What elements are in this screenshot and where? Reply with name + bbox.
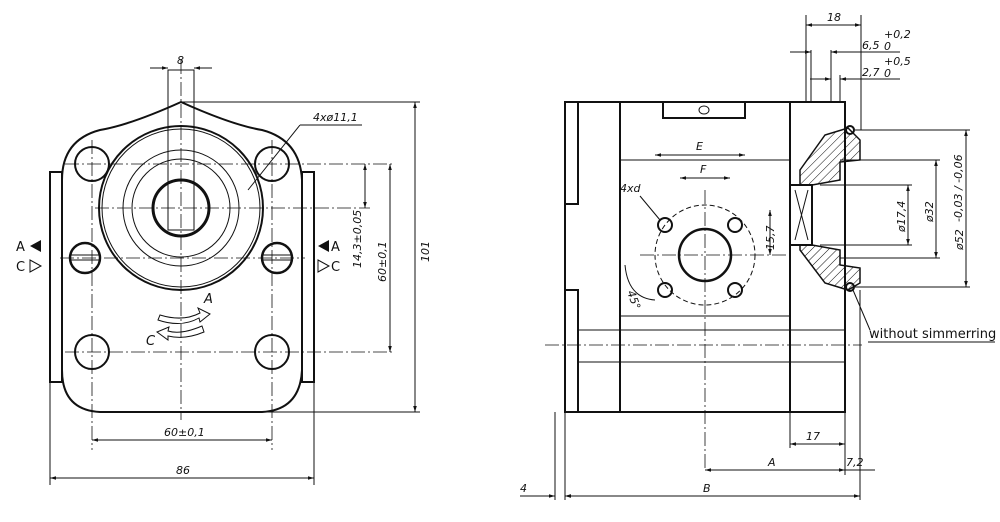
pump-body <box>564 101 791 413</box>
front-view: A C A C A C 8 4xø11,1 101 60±0,1 14,3±0,… <box>16 54 432 485</box>
filled-triangle-icon <box>30 240 41 252</box>
port-holes-label: 4xd <box>620 182 642 195</box>
dim-6-5: 6,5 <box>862 39 880 52</box>
dim-hole-spacing-vertical: 60±0,1 <box>376 241 389 282</box>
rotation-arrow-c <box>155 325 205 341</box>
dim-7-2: 7,2 <box>846 456 864 469</box>
top-tab <box>662 101 746 119</box>
dim-key-width: 8 <box>177 54 184 67</box>
rotation-label-a: A <box>203 292 213 307</box>
dim-width: 86 <box>176 464 190 477</box>
dim-6-5-tol-lower: 0 <box>884 40 891 53</box>
port-a-right: A <box>331 240 340 255</box>
note-without-simmerring: without simmerring <box>869 327 996 342</box>
dia-32: ø32 <box>923 201 936 223</box>
dim-height: 101 <box>419 241 432 262</box>
dia-52: ø52 <box>953 229 966 251</box>
filled-triangle-icon <box>318 240 329 252</box>
dim-2-7-tol-lower: 0 <box>884 67 891 80</box>
open-triangle-icon <box>317 259 331 273</box>
dim-2-7-tol-upper: +0,5 <box>884 55 911 68</box>
rotation-label-c: C <box>146 334 156 349</box>
dim-holes: 4xø11,1 <box>313 111 358 124</box>
dim-shaft-offset: 14,3±0,05 <box>351 210 364 268</box>
dim-2-7: 2,7 <box>862 66 880 79</box>
dim-15-7: 15,7 <box>764 226 777 251</box>
side-strip-left <box>49 171 63 383</box>
port-e-label: E <box>696 140 703 153</box>
dim-hole-spacing-horizontal: 60±0,1 <box>164 426 205 439</box>
side-strip-right <box>301 171 315 383</box>
dia-17-4: ø17,4 <box>895 201 908 233</box>
open-triangle-icon <box>29 259 43 273</box>
dia-52-tolerance: -0,03 / -0,06 <box>952 154 965 222</box>
flange-outline <box>61 100 303 413</box>
rotation-arrow-a <box>157 306 211 324</box>
dim-17: 17 <box>806 430 820 443</box>
dim-a: A <box>767 456 776 469</box>
port-holes <box>657 217 743 298</box>
port-c-left: C <box>16 260 25 275</box>
dim-b: B <box>703 482 711 495</box>
dim-18: 18 <box>827 11 841 24</box>
dim-6-5-tol-upper: +0,2 <box>884 28 911 41</box>
port-a-left: A <box>16 240 25 255</box>
dim-4: 4 <box>520 482 527 495</box>
angle-label: 45° <box>624 289 643 312</box>
side-view: E F 4xd 45° 15,7 ø17,4 ø32 ø52 -0,03 / -… <box>520 11 996 500</box>
port-f-label: F <box>700 163 707 176</box>
port-c-right: C <box>331 260 340 275</box>
